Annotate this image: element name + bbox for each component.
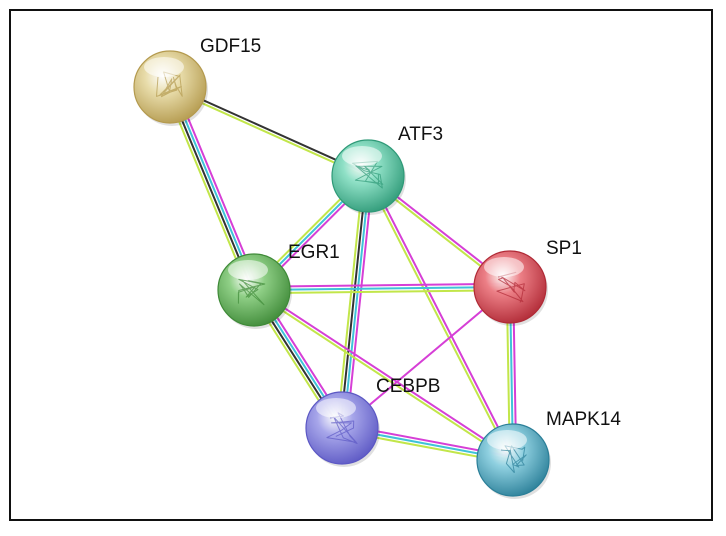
edge-strand-yellow-green xyxy=(252,290,514,463)
edge-atf3-cebpb xyxy=(336,174,374,430)
protein-structure-icon xyxy=(237,278,266,306)
edge-strand-yellow-green xyxy=(336,174,365,429)
node-label-gdf15: GDF15 xyxy=(200,36,261,57)
node-sp1[interactable] xyxy=(473,250,548,326)
edge-strand-magenta xyxy=(345,175,374,430)
edge-strand-magenta xyxy=(253,287,515,460)
node-highlight xyxy=(144,57,184,77)
edge-strand-magenta xyxy=(368,174,516,461)
edge-strand-yellow-green xyxy=(365,175,513,462)
edge-strand-yellow-green xyxy=(253,289,512,295)
edge-strand-cyan xyxy=(342,175,371,430)
edge-strand-magenta xyxy=(252,282,511,288)
edge-strand-magenta xyxy=(173,84,260,290)
edge-strand-black xyxy=(167,86,254,292)
node-label-egr1: EGR1 xyxy=(288,242,340,263)
node-label-cebpb: CEBPB xyxy=(376,376,440,397)
edge-atf3-mapk14 xyxy=(365,174,516,462)
node-mapk14[interactable] xyxy=(476,423,551,499)
node-cebpb[interactable] xyxy=(305,391,380,467)
node-atf3[interactable] xyxy=(331,139,406,215)
node-highlight xyxy=(228,260,268,280)
node-egr1[interactable] xyxy=(217,253,292,329)
edge-gdf15-egr1 xyxy=(164,84,260,293)
nodes-layer xyxy=(133,50,551,499)
node-label-atf3: ATF3 xyxy=(398,124,443,145)
protein-structure-icon xyxy=(326,412,358,444)
edge-strand-yellow-green xyxy=(164,87,251,293)
protein-structure-icon xyxy=(496,271,526,303)
node-label-sp1: SP1 xyxy=(546,238,582,259)
node-label-mapk14: MAPK14 xyxy=(546,409,621,430)
node-highlight xyxy=(342,146,382,166)
edge-egr1-mapk14 xyxy=(252,287,515,463)
edge-strand-black xyxy=(339,174,368,429)
edge-egr1-sp1 xyxy=(252,282,512,295)
node-highlight xyxy=(316,398,356,418)
node-gdf15[interactable] xyxy=(133,50,208,126)
node-highlight xyxy=(487,430,527,450)
node-highlight xyxy=(484,257,524,277)
protein-structure-icon xyxy=(352,160,384,189)
edge-strand-cyan xyxy=(170,85,257,291)
edge-strand-cyan xyxy=(253,286,511,291)
